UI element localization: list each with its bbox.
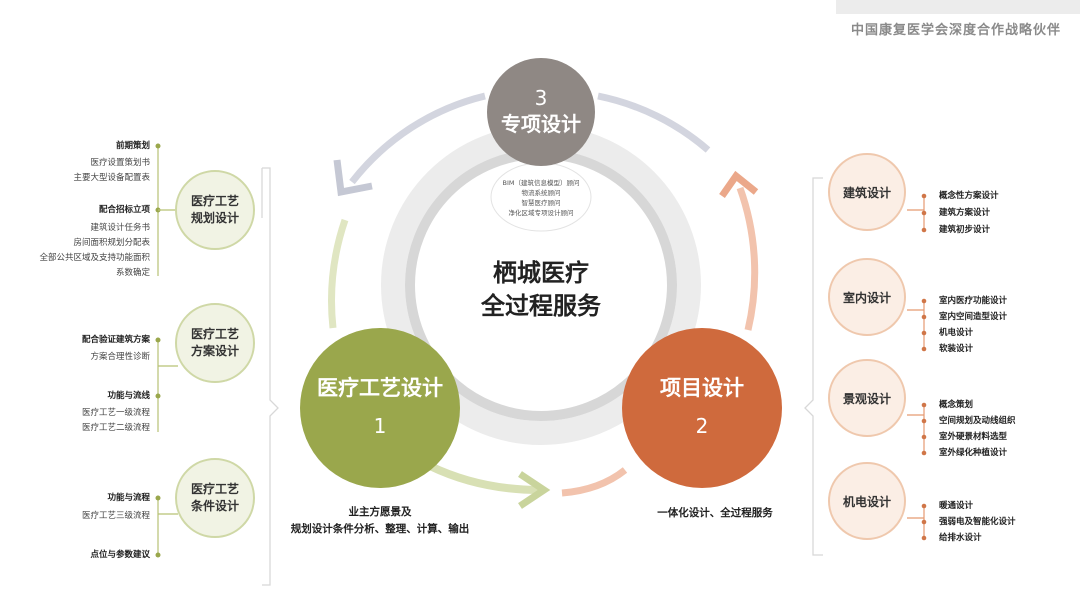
left-item: 建筑设计任务书 — [90, 223, 150, 233]
left-item: 医疗工艺一级流程 — [81, 408, 150, 418]
left-item: 医疗设置策划书 — [90, 158, 150, 168]
left-item: 系数确定 — [115, 268, 150, 278]
special-item: 净化区域专项设计顾问 — [508, 209, 574, 217]
left-group-title: 功能与流程 — [107, 493, 150, 503]
left-item: 全部公共区域及支持功能面积 — [39, 253, 150, 263]
cycle-arrow-green — [428, 462, 541, 494]
left-group-title: 配合验证建筑方案 — [81, 335, 150, 345]
project-design-number: 2 — [695, 414, 709, 438]
left-item: 主要大型设备配置表 — [73, 173, 150, 183]
right-item: 强弱电及智能化设计 — [939, 517, 1016, 527]
right-item: 暖通设计 — [939, 501, 974, 511]
right-item: 软装设计 — [939, 344, 974, 354]
medical-caption-line1: 业主方愿景及 — [348, 506, 412, 518]
right-node-architecture[interactable]: 建筑设计 — [828, 153, 906, 231]
project-caption: 一体化设计、全过程服务 — [657, 507, 773, 519]
special-design-node[interactable]: 3 专项设计 — [487, 58, 595, 166]
left-item: 医疗工艺二级流程 — [81, 423, 150, 433]
right-item: 室外绿化种植设计 — [939, 448, 1008, 458]
left-item: 方案合理性诊断 — [90, 352, 150, 362]
special-item: 物流系统顾问 — [521, 189, 561, 197]
left-node-scheme[interactable]: 医疗工艺 方案设计 — [175, 303, 255, 383]
left-item: 医疗工艺三级流程 — [81, 511, 150, 521]
header-tab — [836, 0, 1080, 14]
right-node-interior[interactable]: 室内设计 — [828, 258, 906, 336]
medical-caption-line2: 规划设计条件分析、整理、计算、输出 — [290, 523, 470, 535]
left-group-title: 点位与参数建议 — [90, 550, 150, 560]
project-design-label: 项目设计 — [660, 376, 744, 400]
special-design-number: 3 — [534, 86, 548, 110]
left-group-title: 前期策划 — [115, 141, 150, 151]
left-node-label: 医疗工艺 — [190, 194, 239, 208]
center-title: 栖城医疗 全过程服务 — [441, 257, 641, 323]
center-title-line1: 栖城医疗 — [493, 259, 589, 287]
left-bracket — [262, 167, 279, 586]
right-item: 建筑初步设计 — [939, 225, 991, 235]
special-items: BIM（建筑信息模型）顾问 物流系统顾问 智慧医疗顾问 净化区域专项设计顾问 — [476, 178, 606, 218]
cycle-arrow-green-head — [518, 471, 551, 509]
medical-process-design-node[interactable]: 医疗工艺设计 1 — [300, 328, 460, 488]
center-title-line2: 全过程服务 — [481, 292, 601, 320]
medical-caption: 业主方愿景及 规划设计条件分析、整理、计算、输出 — [280, 504, 480, 538]
right-item: 室内空间造型设计 — [939, 312, 1008, 322]
left-group-title: 配合招标立项 — [98, 205, 150, 215]
cycle-arrow-gray — [349, 92, 486, 185]
cycle-arrow-orange-tail — [561, 467, 628, 497]
right-item: 空间规划及动线组织 — [939, 416, 1016, 426]
special-design-label: 专项设计 — [501, 112, 581, 136]
left-node-planning[interactable]: 医疗工艺 规划设计 — [175, 170, 255, 250]
right-bracket — [804, 177, 823, 556]
header-text: 中国康复医学会深度合作战略伙伴 — [850, 23, 1061, 38]
special-item: BIM（建筑信息模型）顾问 — [502, 179, 580, 187]
left-node-label: 条件设计 — [190, 499, 239, 513]
left-node-label: 规划设计 — [190, 211, 239, 225]
medical-process-design-number: 1 — [373, 414, 387, 438]
right-item: 机电设计 — [939, 328, 974, 338]
left-item: 房间面积规划分配表 — [73, 238, 150, 248]
left-group-title: 功能与流线 — [107, 391, 150, 401]
left-node-label: 医疗工艺 — [190, 482, 239, 496]
cycle-arrow-gray-tail — [597, 92, 711, 153]
right-item: 室内医疗功能设计 — [939, 296, 1008, 306]
right-item: 概念策划 — [939, 400, 974, 410]
special-item: 智慧医疗顾问 — [521, 199, 561, 207]
cycle-arrow-green-tail — [328, 218, 349, 329]
right-node-mep[interactable]: 机电设计 — [828, 462, 906, 540]
left-node-conditions[interactable]: 医疗工艺 条件设计 — [175, 458, 255, 538]
project-design-node[interactable]: 项目设计 2 — [622, 328, 782, 488]
right-item: 建筑方案设计 — [939, 208, 991, 218]
right-item: 给排水设计 — [939, 533, 982, 543]
left-node-label: 方案设计 — [190, 344, 239, 358]
right-node-landscape[interactable]: 景观设计 — [828, 359, 906, 437]
left-node-label: 医疗工艺 — [190, 327, 239, 341]
cycle-arrow-orange-head — [719, 170, 759, 199]
right-item: 室外硬景材料选型 — [939, 432, 1008, 442]
cycle-arrow-gray-head — [333, 159, 373, 197]
medical-process-design-label: 医疗工艺设计 — [317, 376, 443, 400]
inner-disc — [417, 161, 665, 409]
right-item: 概念性方案设计 — [939, 191, 999, 201]
cycle-arrow-orange — [736, 186, 759, 331]
